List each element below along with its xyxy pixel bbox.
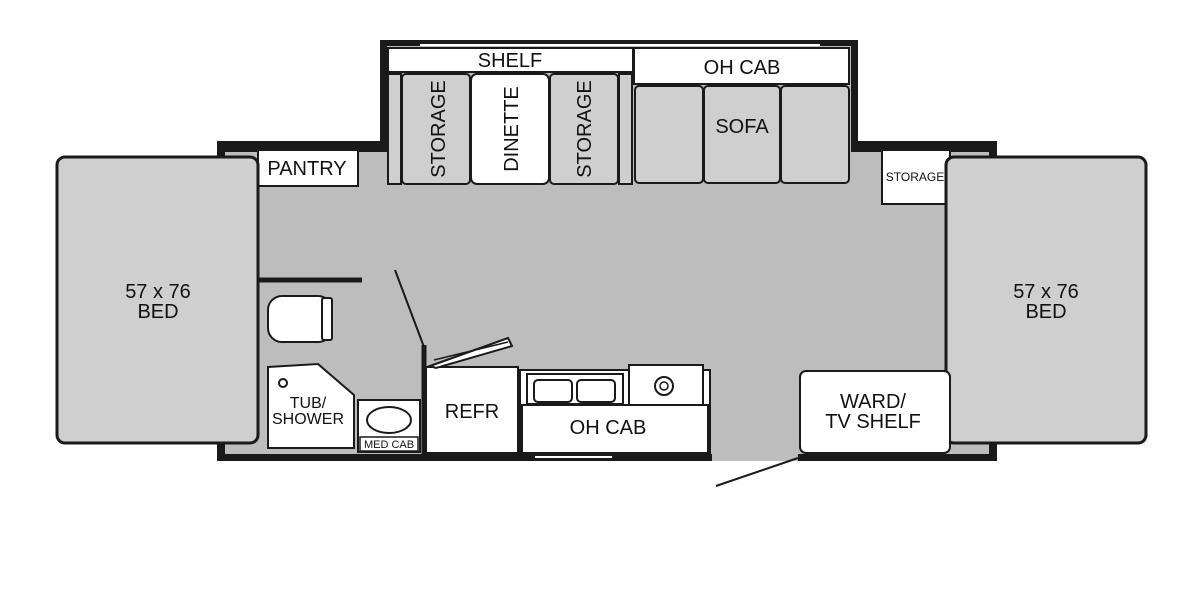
bed-left [55, 155, 260, 445]
refrigerator [425, 366, 519, 454]
shelf-label: SHELF [478, 50, 542, 72]
bed-right-size: 57 x 76 [1013, 281, 1079, 303]
toilet-icon [267, 295, 333, 343]
sofa-right-cushion [780, 85, 850, 184]
dinette-strip-right [618, 73, 633, 185]
wardrobe [799, 370, 951, 454]
oh-cab-top-label: OH CAB [704, 57, 781, 79]
med-cab-label: MED CAB [364, 439, 414, 451]
ward-label-1: WARD/ [840, 391, 906, 413]
bed-left-label: BED [137, 301, 178, 323]
refr-label: REFR [445, 401, 499, 423]
pantry-label: PANTRY [267, 158, 346, 180]
sofa-left-cushion [634, 85, 704, 184]
storage-left-label: STORAGE [428, 80, 450, 177]
bed-right-label: BED [1025, 301, 1066, 323]
storage-right-label: STORAGE [574, 80, 596, 177]
entry-door-icon [715, 457, 799, 487]
oh-cab-bottom [521, 404, 709, 454]
pantry [257, 149, 359, 187]
tub-shower [267, 362, 355, 449]
ward-label-2: TV SHELF [825, 411, 921, 433]
storage-small [881, 149, 951, 205]
dinette-strip-left [387, 73, 402, 185]
bathroom-sink-icon [366, 406, 412, 434]
dinette-label: DINETTE [501, 86, 523, 172]
double-sink-icon [526, 373, 624, 405]
bed-right [944, 155, 1148, 445]
tub-label-2: SHOWER [272, 411, 344, 428]
med-cab [359, 436, 419, 452]
storage-small-label: STORAGE [886, 170, 944, 184]
entry-door-gap [712, 454, 798, 461]
oh-cab-bottom-label: OH CAB [570, 417, 647, 439]
oh-cab-top [633, 47, 850, 85]
bed-left-size: 57 x 76 [125, 281, 191, 303]
fridge-door-line [433, 341, 509, 361]
bath-door [394, 269, 425, 348]
sofa-label: SOFA [715, 116, 769, 138]
drain-icon [278, 378, 288, 388]
tub-label-1: TUB/ [290, 395, 327, 412]
stove-burner-icon [628, 364, 704, 406]
